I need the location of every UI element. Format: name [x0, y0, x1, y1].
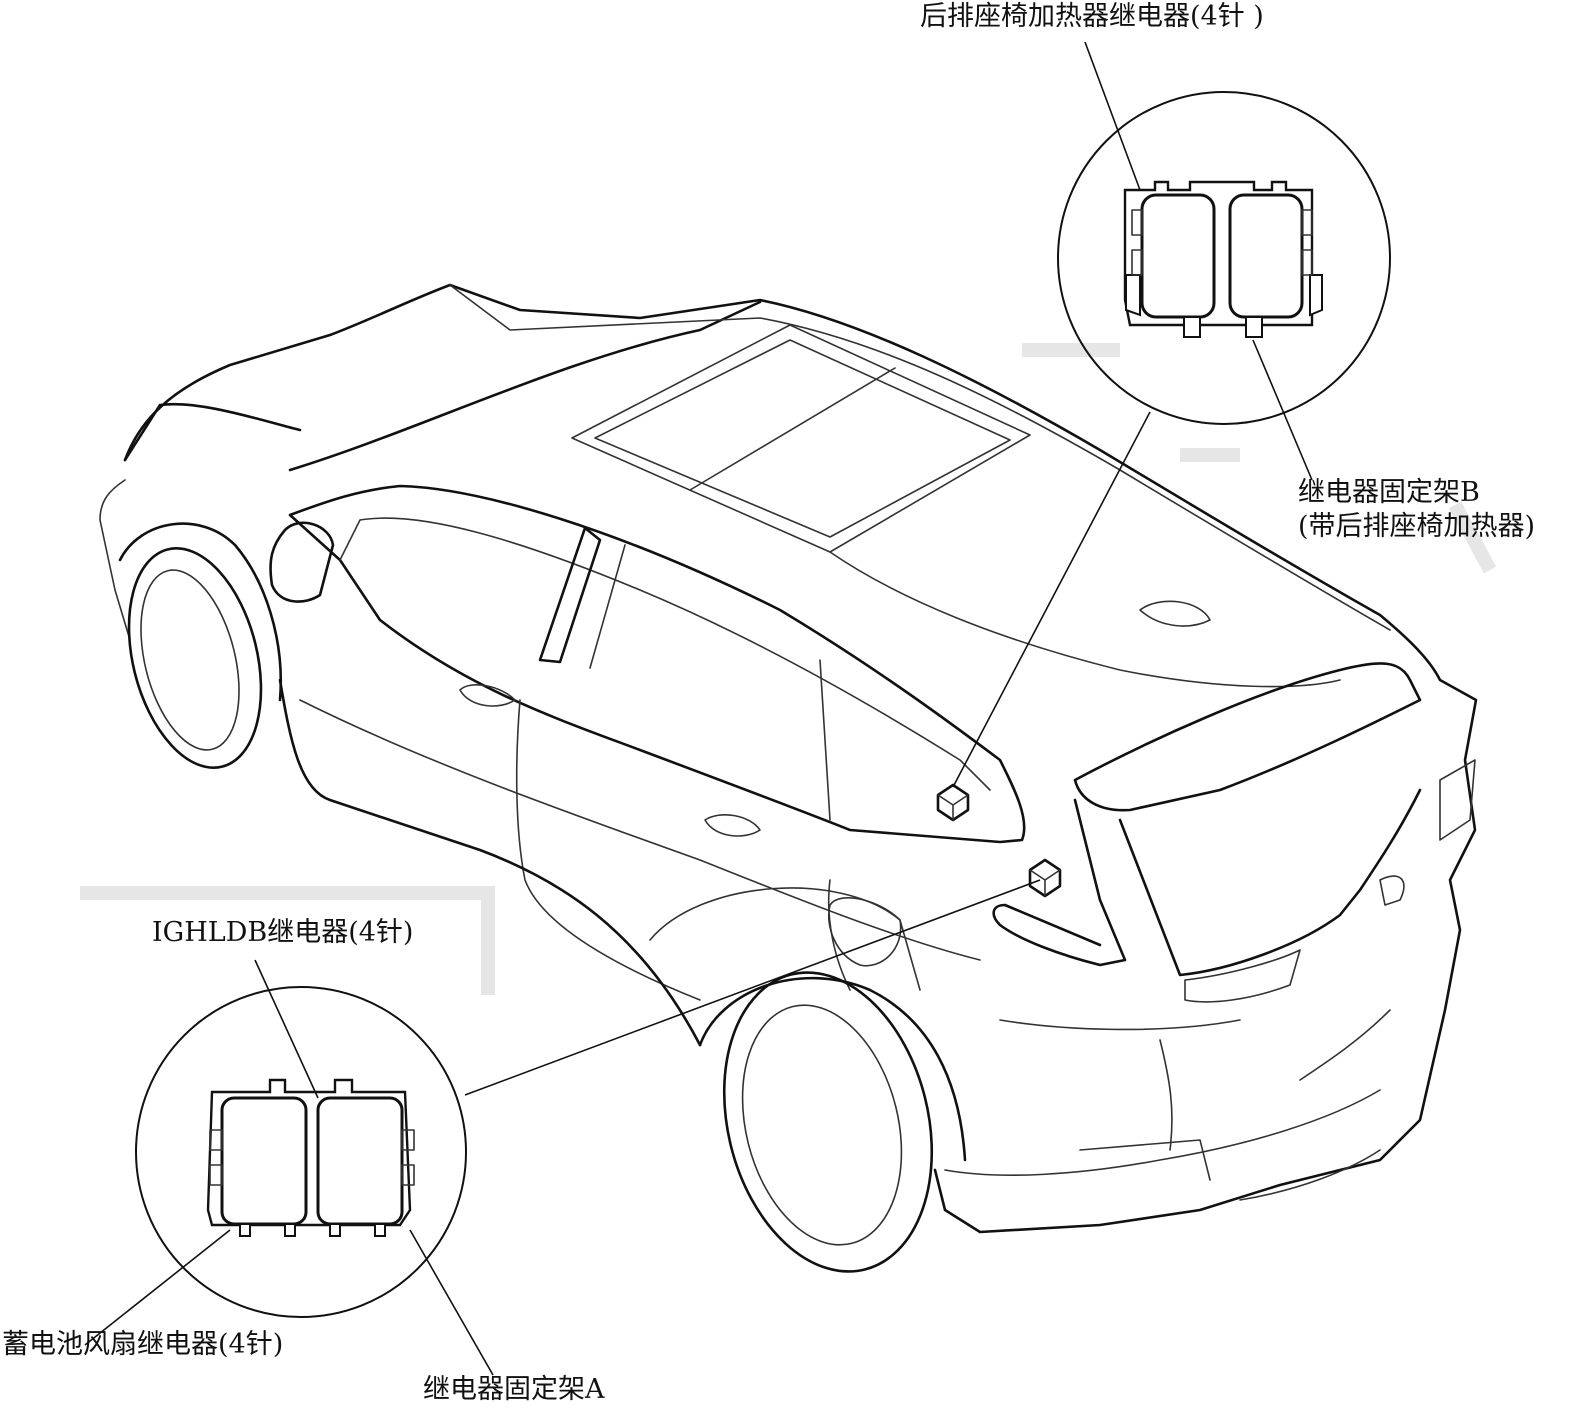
vehicle-outline [99, 283, 1478, 1273]
label-relay-bracket-b-line2: (带后排座椅加热器) [1298, 511, 1536, 542]
watermark [80, 343, 1497, 995]
detail-circle-a [135, 986, 467, 1318]
detail-circle-b [1057, 91, 1391, 425]
relay-marker-lower [1028, 858, 1062, 898]
label-battery-fan-relay: 蓄电池风扇继电器(4针) [2, 1329, 284, 1360]
label-rear-seat-heater-relay: 后排座椅加热器继电器(4针 ) [920, 1, 1264, 32]
leader-lines [84, 41, 1313, 1376]
label-ighldb-relay: IGHLDB继电器(4针) [152, 917, 414, 948]
label-relay-bracket-a: 继电器固定架A [423, 1374, 605, 1405]
relay-marker-upper [936, 783, 970, 822]
label-relay-bracket-b-line1: 继电器固定架B [1298, 477, 1480, 508]
